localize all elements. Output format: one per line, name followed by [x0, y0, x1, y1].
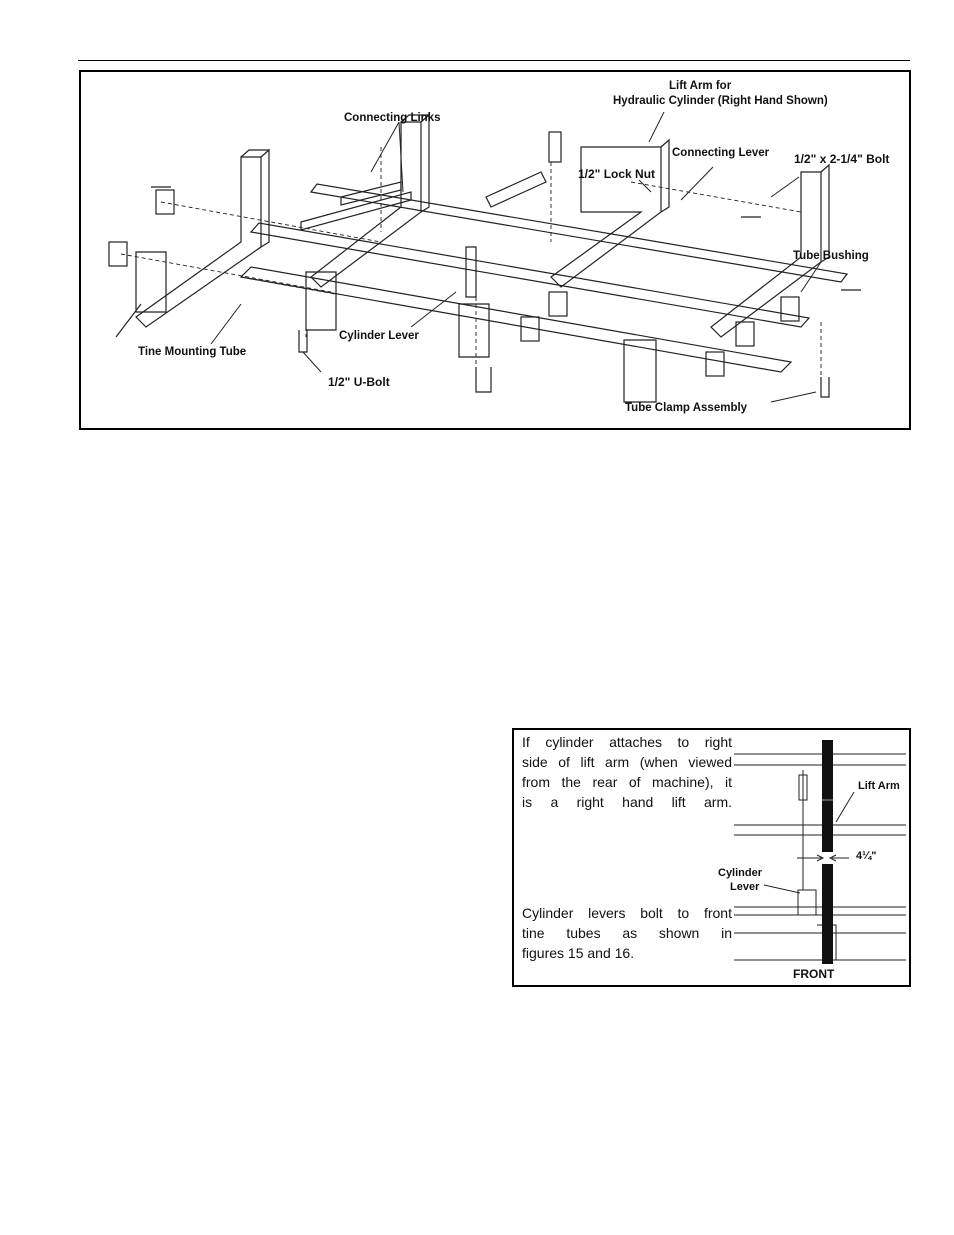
label-lift-arm-line2: Hydraulic Cylinder (Right Hand Shown)	[613, 95, 828, 107]
assembly-drawing	[108, 111, 861, 403]
note2-line: tine tubes as shown in	[522, 925, 732, 941]
label-dimension: 4¼"	[856, 850, 877, 862]
note-right-hand-lift-arm: If cylinder attaches to right side of li…	[522, 732, 732, 812]
label-connecting-lever: Connecting Lever	[672, 147, 770, 159]
label-u-bolt: 1/2" U-Bolt	[328, 375, 390, 389]
label-front: FRONT	[793, 967, 835, 981]
note1-line: side of lift arm (when viewed	[522, 754, 732, 770]
label-tube-clamp-assembly: Tube Clamp Assembly	[625, 402, 748, 414]
note2-line: Cylinder levers bolt to front	[522, 905, 732, 921]
label-tine-mounting-tube: Tine Mounting Tube	[138, 346, 247, 358]
note1-line: from the rear of machine), it	[522, 774, 732, 790]
note2-line: figures 15 and 16.	[522, 945, 635, 961]
header-rule	[78, 60, 910, 61]
label-cylinder-lever: Cylinder Lever	[339, 330, 419, 342]
label-cylinder-lever-line2: Lever	[730, 881, 760, 893]
label-cylinder-lever-line1: Cylinder	[718, 867, 763, 879]
note-cylinder-levers: Cylinder levers bolt to front tine tubes…	[522, 903, 732, 963]
label-tube-bushing: Tube Bushing	[793, 250, 869, 262]
lift-arm-detail-figure: If cylinder attaches to right side of li…	[512, 728, 911, 987]
lift-arm-detail-drawing	[734, 740, 906, 964]
label-lift-arm-line1: Lift Arm for	[669, 80, 732, 92]
label-bolt: 1/2" x 2-1/4" Bolt	[794, 152, 890, 166]
note1-line: is a right hand lift arm.	[522, 794, 732, 810]
assembly-diagram: Lift Arm for Hydraulic Cylinder (Right H…	[79, 70, 911, 430]
note1-line: If cylinder attaches to right	[522, 734, 732, 750]
label-lock-nut: 1/2" Lock Nut	[578, 167, 656, 181]
label-connecting-links: Connecting Links	[344, 112, 441, 124]
label-lift-arm: Lift Arm	[858, 780, 900, 792]
